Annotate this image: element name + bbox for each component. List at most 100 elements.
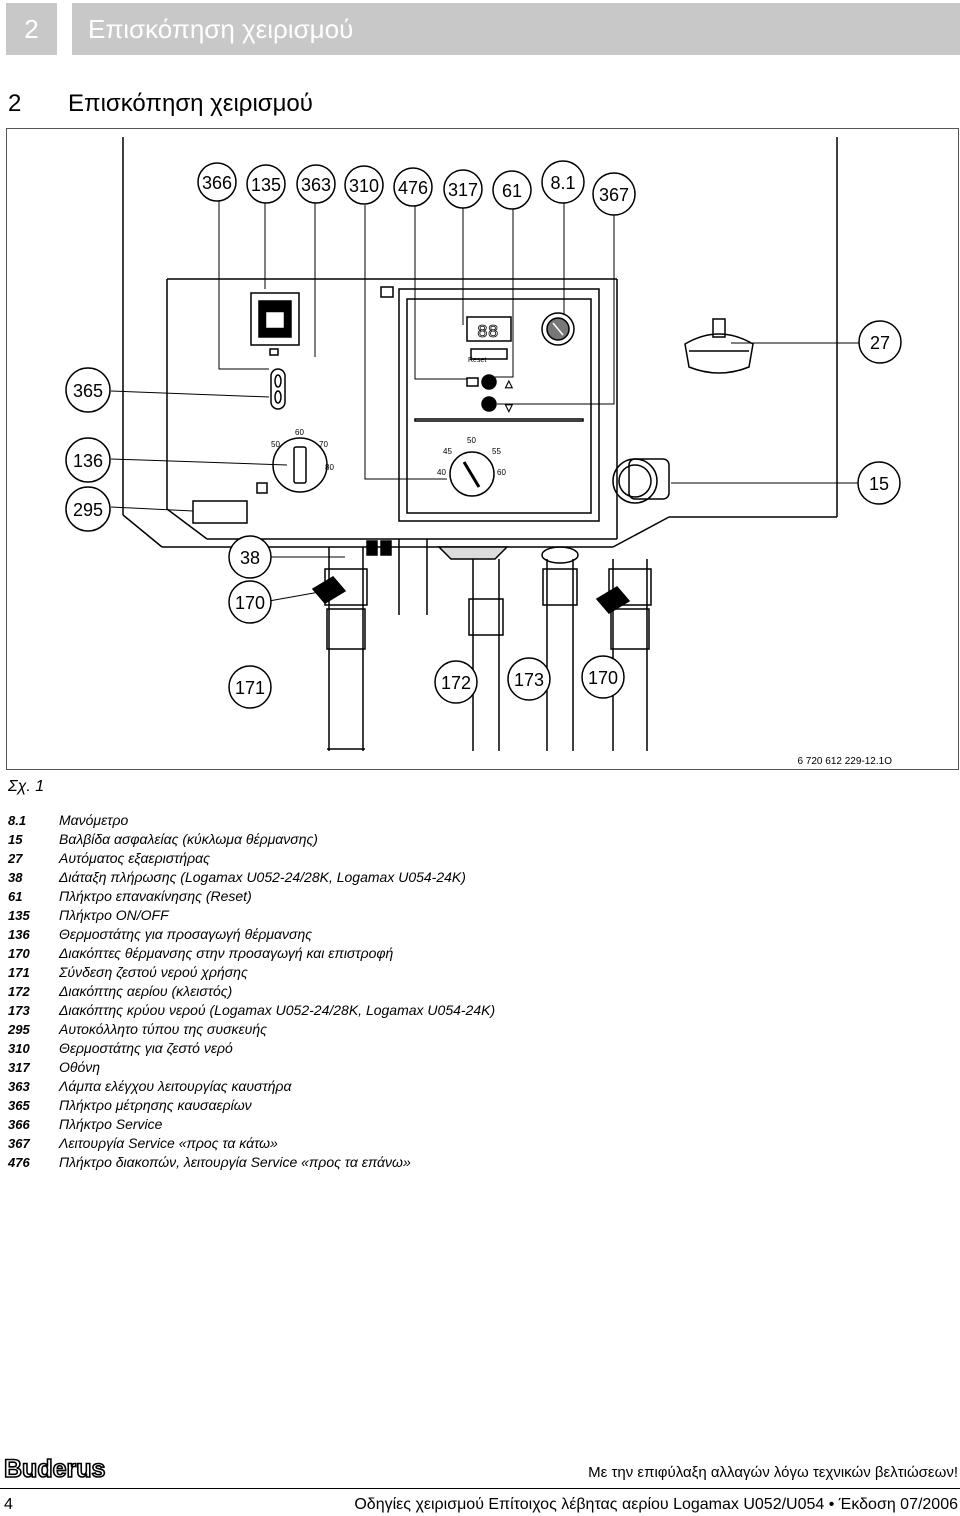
legend-number: 171 bbox=[8, 965, 30, 980]
legend-text: Διακόπτης κρύου νερού (Logamax U052-24/2… bbox=[59, 1002, 496, 1018]
callout-61: 61 bbox=[502, 181, 522, 201]
legend-item: 172 Διακόπτης αερίου (κλειστός) bbox=[8, 982, 528, 1001]
left-scale-60: 60 bbox=[295, 428, 304, 437]
legend-text: Πλήκτρο διακοπών, λειτουργία Service «πρ… bbox=[59, 1154, 411, 1170]
legend-number: 38 bbox=[8, 870, 23, 885]
legend-number: 295 bbox=[8, 1022, 30, 1037]
buderus-logo: Buderus bbox=[4, 1456, 138, 1482]
right-scale-50: 50 bbox=[467, 436, 476, 445]
callout-170-right: 170 bbox=[588, 668, 618, 688]
legend-text: Διακόπτης αερίου (κλειστός) bbox=[59, 983, 233, 999]
legend-item: 8.1 Μανόμετρο bbox=[8, 811, 528, 830]
section-title: Επισκόπηση χειρισμού bbox=[68, 90, 313, 117]
legend-text: Βαλβίδα ασφαλείας (κύκλωμα θέρμανσης) bbox=[59, 831, 318, 847]
callout-310: 310 bbox=[349, 176, 379, 196]
legend-text: Πλήκτρο Service bbox=[59, 1116, 163, 1132]
callout-15: 15 bbox=[869, 474, 889, 494]
legend-text: Πλήκτρο επανακίνησης (Reset) bbox=[59, 888, 252, 904]
section-heading: 2 Επισκόπηση χειρισμού bbox=[8, 90, 313, 118]
callout-366: 366 bbox=[202, 173, 232, 193]
right-scale-45: 45 bbox=[443, 447, 452, 456]
callout-135: 135 bbox=[251, 175, 281, 195]
left-scale-50: 50 bbox=[271, 440, 280, 449]
reset-label: Reset bbox=[468, 357, 486, 364]
boiler-figure: 88 △ ▽ bbox=[6, 128, 959, 770]
legend-number: 365 bbox=[8, 1098, 30, 1113]
change-notice: Με την επιφύλαξη αλλαγών λόγω τεχνικών β… bbox=[588, 1464, 958, 1481]
legend-number: 27 bbox=[8, 851, 23, 866]
callout-8-1: 8.1 bbox=[550, 173, 575, 193]
legend-text: Μανόμετρο bbox=[59, 812, 129, 828]
callout-136: 136 bbox=[73, 451, 103, 471]
legend-text: Λειτουργία Service «προς τα κάτω» bbox=[59, 1135, 278, 1151]
callout-173: 173 bbox=[514, 670, 544, 690]
svg-text:△: △ bbox=[505, 379, 513, 390]
legend-text: Λάμπα ελέγχου λειτουργίας καυστήρα bbox=[59, 1078, 292, 1094]
svg-text:▽: ▽ bbox=[505, 403, 513, 414]
legend-number: 173 bbox=[8, 1003, 30, 1018]
callout-38: 38 bbox=[240, 548, 260, 568]
header-chapter-number: 2 bbox=[6, 3, 57, 55]
legend-number: 135 bbox=[8, 908, 30, 923]
legend-number: 317 bbox=[8, 1060, 30, 1075]
legend-item: 367 Λειτουργία Service «προς τα κάτω» bbox=[8, 1134, 528, 1153]
callout-27: 27 bbox=[870, 333, 890, 353]
callout-363: 363 bbox=[301, 175, 331, 195]
legend-item: 363 Λάμπα ελέγχου λειτουργίας καυστήρα bbox=[8, 1077, 528, 1096]
legend-number: 476 bbox=[8, 1155, 30, 1170]
callout-476: 476 bbox=[398, 178, 428, 198]
legend-item: 61 Πλήκτρο επανακίνησης (Reset) bbox=[8, 887, 528, 906]
legend-item: 365 Πλήκτρο μέτρησης καυσαερίων bbox=[8, 1096, 528, 1115]
page-number: 4 bbox=[4, 1496, 13, 1513]
right-scale-60: 60 bbox=[497, 468, 506, 477]
section-number: 2 bbox=[8, 90, 22, 117]
legend-text: Διακόπτες θέρμανσης στην προσαγωγή και ε… bbox=[59, 945, 394, 961]
display-digits: 88 bbox=[477, 323, 499, 343]
legend-item: 476 Πλήκτρο διακοπών, λειτουργία Service … bbox=[8, 1153, 528, 1172]
legend-number: 61 bbox=[8, 889, 23, 904]
callout-170-top: 170 bbox=[235, 593, 265, 613]
boiler-drawing: 88 △ ▽ bbox=[65, 137, 902, 751]
callout-365: 365 bbox=[73, 381, 103, 401]
callout-172: 172 bbox=[441, 673, 471, 693]
callout-171: 171 bbox=[235, 678, 265, 698]
legend-text: Πλήκτρο μέτρησης καυσαερίων bbox=[59, 1097, 252, 1113]
legend-item: 317 Οθόνη bbox=[8, 1058, 528, 1077]
legend-number: 136 bbox=[8, 927, 30, 942]
legend-item: 366 Πλήκτρο Service bbox=[8, 1115, 528, 1134]
left-scale-70: 70 bbox=[319, 440, 328, 449]
header-chapter-title: Επισκόπηση χειρισμού bbox=[72, 3, 960, 55]
legend-item: 27 Αυτόματος εξαεριστήρας bbox=[8, 849, 528, 868]
legend-item: 173 Διακόπτης κρύου νερού (Logamax U052-2… bbox=[8, 1001, 528, 1020]
right-scale-40: 40 bbox=[437, 468, 446, 477]
legend-text: Διάταξη πλήρωσης (Logamax U052-24/28K, L… bbox=[59, 869, 466, 885]
legend-text: Αυτοκόλλητο τύπου της συσκευής bbox=[59, 1021, 267, 1037]
legend-item: 295 Αυτοκόλλητο τύπου της συσκευής bbox=[8, 1020, 528, 1039]
legend-text: Πλήκτρο ON/OFF bbox=[59, 907, 169, 923]
legend-text: Οθόνη bbox=[59, 1059, 101, 1075]
legend-item: 135 Πλήκτρο ON/OFF bbox=[8, 906, 528, 925]
legend-number: 8.1 bbox=[8, 813, 27, 828]
legend-text: Αυτόματος εξαεριστήρας bbox=[59, 850, 210, 866]
legend-number: 172 bbox=[8, 984, 30, 999]
legend-number: 363 bbox=[8, 1079, 30, 1094]
right-scale-55: 55 bbox=[492, 447, 501, 456]
brand-wordmark: Buderus bbox=[4, 1456, 105, 1482]
legend-item: 136 Θερμοστάτης για προσαγωγή θέρμανσης bbox=[8, 925, 528, 944]
callout-317: 317 bbox=[448, 180, 478, 200]
footer-rule bbox=[0, 1488, 960, 1489]
callout-367: 367 bbox=[599, 185, 629, 205]
legend-text: Θερμοστάτης για προσαγωγή θέρμανσης bbox=[59, 926, 313, 942]
legend-item: 38 Διάταξη πλήρωσης (Logamax U052-24/28K,… bbox=[8, 868, 528, 887]
legend-number: 367 bbox=[8, 1136, 30, 1151]
figure-code: 6 720 612 229-12.1O bbox=[797, 756, 892, 767]
callout-295: 295 bbox=[73, 500, 103, 520]
left-scale-80: 80 bbox=[325, 463, 334, 472]
figure-caption: Σχ. 1 bbox=[8, 778, 45, 795]
legend-number: 366 bbox=[8, 1117, 30, 1132]
